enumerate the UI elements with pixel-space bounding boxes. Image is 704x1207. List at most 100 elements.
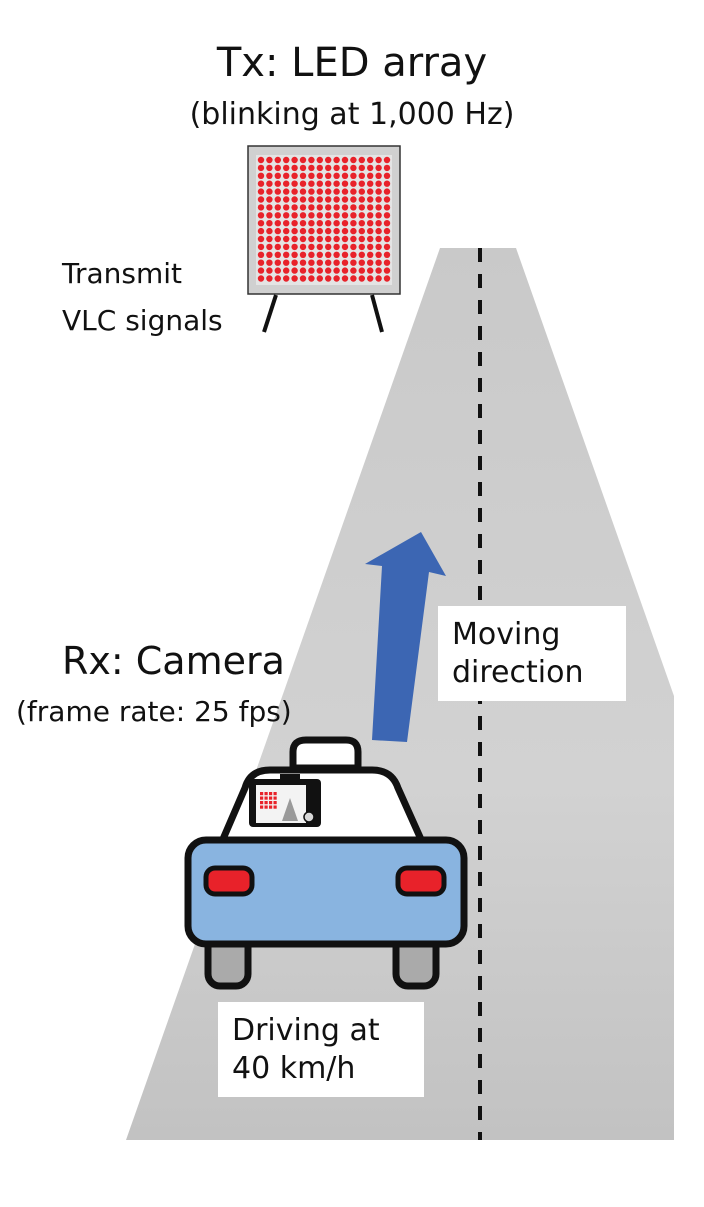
led-dot <box>316 196 323 203</box>
led-dot <box>358 235 365 243</box>
led-dot <box>274 212 281 219</box>
driving-speed-line2: 40 km/h <box>232 1050 356 1086</box>
led-dot <box>316 180 323 187</box>
led-dot <box>350 227 357 235</box>
led-dot <box>367 220 374 227</box>
led-dot <box>291 164 298 172</box>
led-dot <box>257 180 265 187</box>
led-dot <box>350 259 357 266</box>
led-dot <box>257 188 265 195</box>
camera-screen-led <box>269 796 273 800</box>
led-dot <box>383 188 391 195</box>
led-dot <box>257 235 265 243</box>
led-dot <box>358 196 365 203</box>
led-dot <box>316 259 323 266</box>
led-dot <box>316 243 323 251</box>
car-body <box>184 836 468 948</box>
led-dot <box>316 156 323 164</box>
led-dot <box>383 275 391 282</box>
led-dot <box>341 275 349 282</box>
led-dot <box>375 259 382 266</box>
led-dot <box>316 172 323 179</box>
transmit-note-line1: Transmit <box>62 257 183 290</box>
camera <box>249 774 321 827</box>
camera-screen-led-grid <box>260 792 277 809</box>
led-dot <box>358 172 365 179</box>
led-dot <box>325 204 332 211</box>
led-dot <box>383 156 391 164</box>
led-dot <box>325 259 332 266</box>
led-dot <box>283 196 290 203</box>
led-dot <box>283 267 290 274</box>
led-dot <box>299 227 307 235</box>
led-dot <box>291 243 298 251</box>
led-dot <box>299 196 307 203</box>
led-dot <box>308 235 315 243</box>
led-dot <box>291 275 298 282</box>
led-dot <box>358 188 365 195</box>
led-dot <box>325 180 332 187</box>
led-dot <box>299 172 307 179</box>
camera-screen-led <box>273 805 277 809</box>
led-dot <box>257 243 265 251</box>
led-dot <box>333 227 340 235</box>
led-dot <box>325 227 332 235</box>
driving-speed-label: Driving at 40 km/h <box>218 1002 424 1097</box>
led-dot <box>367 172 374 179</box>
led-dot <box>341 172 349 179</box>
led-dot <box>291 172 298 179</box>
moving-direction-line2: direction <box>452 654 584 690</box>
camera-screen-led <box>273 801 277 805</box>
car-taillight-left <box>203 865 255 897</box>
led-dot <box>266 204 273 211</box>
led-dot <box>274 204 281 211</box>
led-dot <box>367 196 374 203</box>
led-dot <box>383 172 391 179</box>
camera-screen-led <box>273 792 277 796</box>
led-dot <box>291 227 298 235</box>
led-dot <box>341 164 349 172</box>
led-dot <box>367 227 374 235</box>
led-dot <box>367 204 374 211</box>
led-dot <box>308 156 315 164</box>
led-dot <box>274 188 281 195</box>
led-dot <box>325 164 332 172</box>
led-dot <box>383 243 391 251</box>
led-dot <box>341 188 349 195</box>
led-dot <box>325 243 332 251</box>
led-dot <box>283 164 290 172</box>
led-dot <box>283 188 290 195</box>
led-dot <box>383 259 391 266</box>
led-dot <box>375 180 382 187</box>
led-dot <box>308 212 315 219</box>
led-dot <box>257 212 265 219</box>
led-dot <box>299 180 307 187</box>
led-array <box>247 145 401 333</box>
led-dot <box>299 235 307 243</box>
led-dot <box>299 156 307 164</box>
led-dot <box>283 243 290 251</box>
led-dot <box>350 251 357 258</box>
led-dot <box>375 275 382 282</box>
led-dot <box>308 243 315 251</box>
led-dot <box>350 267 357 274</box>
led-dot <box>341 251 349 258</box>
led-dot <box>333 180 340 187</box>
led-dot <box>325 212 332 219</box>
led-dot <box>341 212 349 219</box>
led-dot <box>299 164 307 172</box>
led-dot <box>325 196 332 203</box>
led-dot <box>316 275 323 282</box>
led-dot <box>299 243 307 251</box>
led-dot <box>308 227 315 235</box>
led-dot <box>316 251 323 258</box>
camera-lens <box>303 811 315 823</box>
led-dot <box>350 156 357 164</box>
led-dot <box>358 164 365 172</box>
led-dot <box>383 196 391 203</box>
led-dot <box>257 204 265 211</box>
led-dot <box>375 188 382 195</box>
led-dot <box>367 212 374 219</box>
led-dots <box>257 156 391 282</box>
led-dot <box>325 220 332 227</box>
